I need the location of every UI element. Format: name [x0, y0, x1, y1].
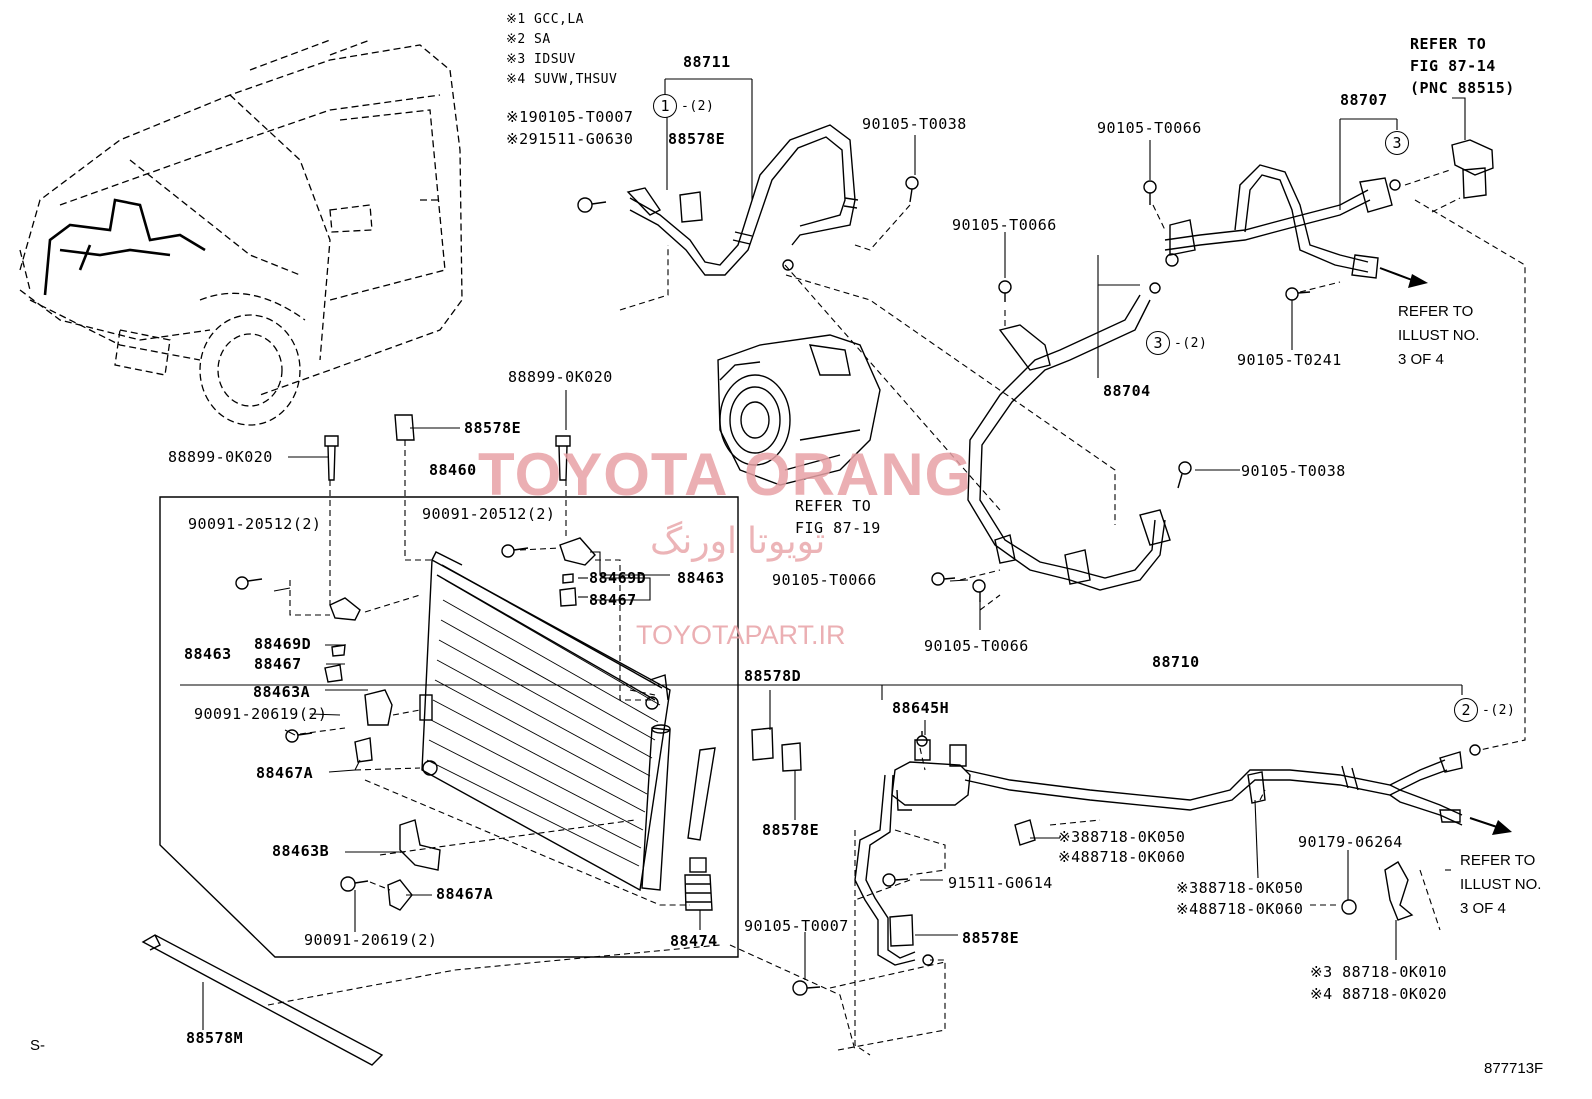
- part-88707[interactable]: 88707: [1340, 91, 1388, 109]
- vehicle-ac-lines: [43, 198, 206, 296]
- refer-illust-top-line3[interactable]: 3 OF 4: [1398, 351, 1444, 368]
- note-4: ※4 SUVW,THSUV: [506, 72, 618, 87]
- part-90105-T0066-c[interactable]: 90105-T0066: [772, 571, 877, 589]
- expansion-valve: [1451, 139, 1494, 199]
- part-88474[interactable]: 88474: [670, 932, 718, 950]
- part-88467A-a[interactable]: 88467A: [256, 764, 314, 782]
- part-88899-0K020-left[interactable]: 88899-0K020: [168, 448, 273, 466]
- callout-3-mid: 3: [1146, 331, 1170, 355]
- part-90105-T0066-d[interactable]: 90105-T0066: [924, 637, 1029, 655]
- footer-left-code: S-: [30, 1037, 45, 1054]
- refer-illust-top-line1[interactable]: REFER TO: [1398, 303, 1474, 320]
- refer-fig-87-14-line2[interactable]: FIG 87-14: [1410, 57, 1496, 75]
- hose-88707: [1164, 164, 1401, 279]
- hose-88704: [967, 282, 1171, 591]
- watermark-brand: TOYOTA ORANG: [478, 441, 973, 508]
- part-90091-20619-a[interactable]: 90091-20619(2): [194, 705, 328, 723]
- callout-2: 2: [1454, 698, 1478, 722]
- figure-code: 877713F: [1484, 1060, 1544, 1077]
- part-88578E-mid[interactable]: 88578E: [762, 821, 820, 839]
- part-88469D-left[interactable]: 88469D: [254, 635, 312, 653]
- part-88578E-top[interactable]: 88578E: [668, 130, 726, 148]
- callout-3-top: 3: [1385, 131, 1409, 155]
- part-88467A-b[interactable]: 88467A: [436, 885, 494, 903]
- part-88460[interactable]: 88460: [429, 461, 477, 479]
- part-88578D[interactable]: 88578D: [744, 667, 802, 685]
- part-88467-right[interactable]: 88467: [589, 591, 637, 609]
- callout-2-qty: -(2): [1482, 703, 1516, 718]
- bracket-note-2: ※291511-G0630: [506, 130, 634, 148]
- bolts: [235, 176, 1357, 996]
- part-88469D-right[interactable]: 88469D: [589, 569, 647, 587]
- part-88718-0K060-a[interactable]: ※488718-0K060: [1058, 848, 1186, 866]
- part-88645H[interactable]: 88645H: [892, 699, 950, 717]
- part-90105-T0038-a[interactable]: 90105-T0038: [862, 115, 967, 133]
- part-88578E-center[interactable]: 88578E: [464, 419, 522, 437]
- refer-illust-bottom-line1[interactable]: REFER TO: [1460, 852, 1536, 869]
- part-90179-06264[interactable]: 90179-06264: [1298, 833, 1403, 851]
- part-88718-0K020[interactable]: ※4 88718-0K020: [1310, 985, 1447, 1003]
- part-88463B[interactable]: 88463B: [272, 842, 330, 860]
- hose-88711: [626, 124, 859, 276]
- note-2: ※2 SA: [506, 32, 551, 47]
- refer-fig-87-19-line1[interactable]: REFER TO: [795, 497, 872, 515]
- part-88710[interactable]: 88710: [1152, 653, 1200, 671]
- part-88463-left[interactable]: 88463: [184, 645, 232, 663]
- callout-3-mid-qty: -(2): [1174, 336, 1208, 351]
- clamps: [1014, 771, 1414, 921]
- callout-1-qty: -(2): [681, 99, 715, 114]
- part-90105-T0066-a[interactable]: 90105-T0066: [1097, 119, 1202, 137]
- note-3: ※3 IDSUV: [506, 52, 576, 67]
- watermark-persian: تویوتا اورنگ: [650, 520, 826, 561]
- part-90105-T0241[interactable]: 90105-T0241: [1237, 351, 1342, 369]
- part-88578M[interactable]: 88578M: [186, 1029, 244, 1047]
- refer-illust-top-line2[interactable]: ILLUST NO.: [1398, 327, 1480, 344]
- vehicle-illustration: [19, 39, 463, 426]
- part-90105-T0007[interactable]: 90105-T0007: [744, 917, 849, 935]
- part-88899-0K020-top[interactable]: 88899-0K020: [508, 368, 613, 386]
- seal-88578M: [141, 934, 384, 1066]
- part-88718-0K060-b[interactable]: ※488718-0K060: [1176, 900, 1304, 918]
- part-88718-0K010[interactable]: ※3 88718-0K010: [1310, 963, 1447, 981]
- condenser-group-frame: [159, 496, 739, 958]
- condenser-core: [419, 551, 671, 892]
- compressor: [717, 334, 881, 486]
- part-90091-20512-a[interactable]: 90091-20512(2): [188, 515, 322, 533]
- refer-fig-87-19-line2[interactable]: FIG 87-19: [795, 519, 881, 537]
- refer-fig-87-14-line3[interactable]: (PNC 88515): [1410, 79, 1515, 97]
- seal-pads: [394, 191, 914, 947]
- part-88463A[interactable]: 88463A: [253, 683, 311, 701]
- part-88718-0K050-b[interactable]: ※388718-0K050: [1176, 879, 1304, 897]
- receiver-drier: [641, 724, 671, 891]
- valve-block: [891, 739, 971, 811]
- part-88718-0K050-a[interactable]: ※388718-0K050: [1058, 828, 1186, 846]
- refer-illust-bottom-line3[interactable]: 3 OF 4: [1460, 900, 1506, 917]
- refer-illust-bottom-line2[interactable]: ILLUST NO.: [1460, 876, 1542, 893]
- part-90091-20512-b[interactable]: 90091-20512(2): [422, 505, 556, 523]
- watermark-site: TOYOTAPART.IR: [636, 620, 846, 650]
- part-88463-right[interactable]: 88463: [677, 569, 725, 587]
- part-90091-20619-b[interactable]: 90091-20619(2): [304, 931, 438, 949]
- seal-strip: [687, 747, 716, 841]
- part-91511-G0614[interactable]: 91511-G0614: [948, 874, 1053, 892]
- part-88711[interactable]: 88711: [683, 53, 731, 71]
- part-88467-left[interactable]: 88467: [254, 655, 302, 673]
- bracket-note-1: ※190105-T0007: [506, 108, 634, 126]
- brackets-left: [324, 537, 596, 911]
- part-88578E-right[interactable]: 88578E: [962, 929, 1020, 947]
- part-90105-T0066-b[interactable]: 90105-T0066: [952, 216, 1057, 234]
- filter-88474: [684, 857, 713, 911]
- hose-88710: [854, 744, 1481, 966]
- refer-fig-87-14-line1[interactable]: REFER TO: [1410, 35, 1487, 53]
- callout-1: 1: [653, 94, 677, 118]
- part-90105-T0038-b[interactable]: 90105-T0038: [1241, 462, 1346, 480]
- part-88704[interactable]: 88704: [1103, 382, 1151, 400]
- note-1: ※1 GCC,LA: [506, 12, 585, 27]
